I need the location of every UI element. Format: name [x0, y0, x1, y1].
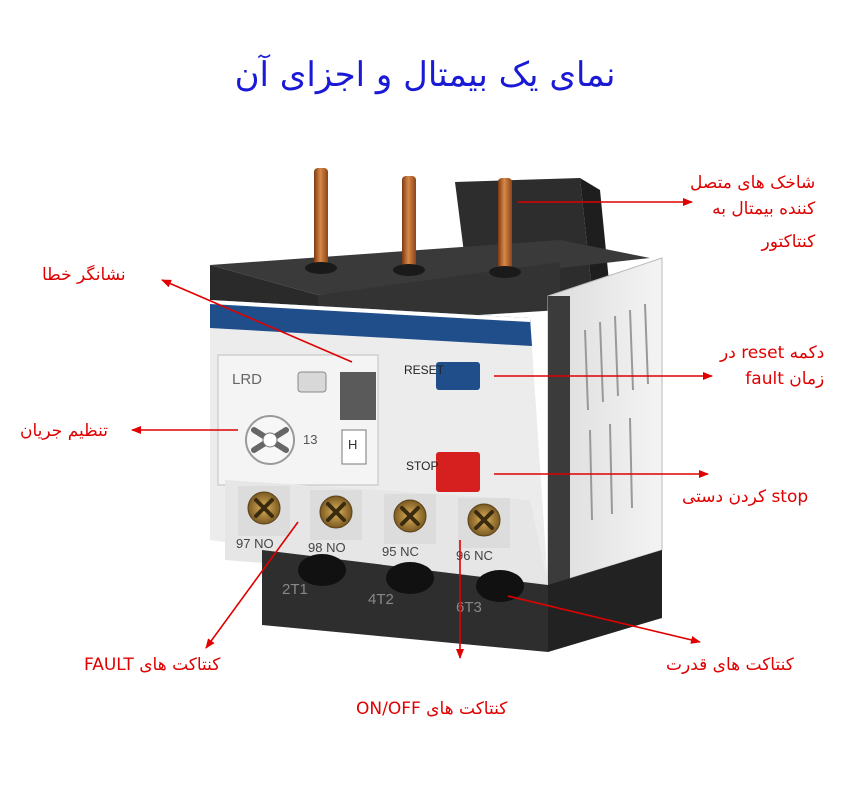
aux-terminal-label: 97 NO — [236, 536, 274, 551]
label-reset-button: دکمه reset در زمان fault — [720, 343, 825, 390]
page-title: نمای یک بیمتال و اجزای آن — [234, 55, 616, 95]
mode-letter: H — [348, 437, 357, 452]
side-panel — [547, 257, 663, 586]
power-terminal-labels: 2T1 4T2 6T3 — [282, 581, 482, 616]
fault-indicator — [297, 371, 376, 420]
aux-terminal-label: 95 NC — [382, 544, 419, 559]
arrow-fault-indicator — [161, 279, 353, 363]
mode-box — [341, 429, 367, 465]
label-onoff-contacts: کنتاکت های ON/OFF — [356, 699, 508, 719]
aux-terminal-label: 98 NO — [308, 540, 346, 555]
top-body — [210, 240, 650, 325]
label-connector-pins: شاخک های متصل کننده بیمتال به کنتاکتور — [690, 173, 816, 252]
label-current-setting: تنظیم جریان — [20, 421, 108, 441]
current-dial[interactable] — [245, 415, 295, 465]
dial-value: 13 — [303, 432, 317, 447]
power-terminal-label: 2T1 — [282, 581, 308, 598]
label-fault-contacts: کنتاکت های FAULT — [84, 655, 221, 675]
reset-label: RESET — [404, 363, 445, 377]
copper-pin — [402, 176, 416, 270]
callout-arrows — [131, 198, 713, 659]
label-power-contacts: کنتاکت های قدرت — [666, 655, 794, 675]
arrow-fault-contacts — [205, 521, 299, 649]
arrow-power-contacts — [507, 595, 701, 644]
connector-pins — [305, 168, 521, 278]
aux-terminal-label: 96 NC — [456, 548, 493, 563]
aux-terminal-labels: 97 NO 98 NO 95 NC 96 NC — [236, 536, 493, 563]
copper-pin — [314, 168, 328, 268]
label-fault-indicator: نشانگر خطا — [42, 265, 126, 285]
stop-button[interactable] — [436, 452, 480, 492]
power-terminal-label: 4T2 — [368, 591, 394, 608]
label-manual-stop: stop کردن دستی — [682, 487, 809, 507]
stop-label: STOP — [406, 459, 438, 473]
copper-pin — [498, 178, 512, 272]
reset-button[interactable] — [436, 362, 480, 390]
power-terminal-label: 6T3 — [456, 599, 482, 616]
model-label: LRD — [232, 371, 262, 388]
